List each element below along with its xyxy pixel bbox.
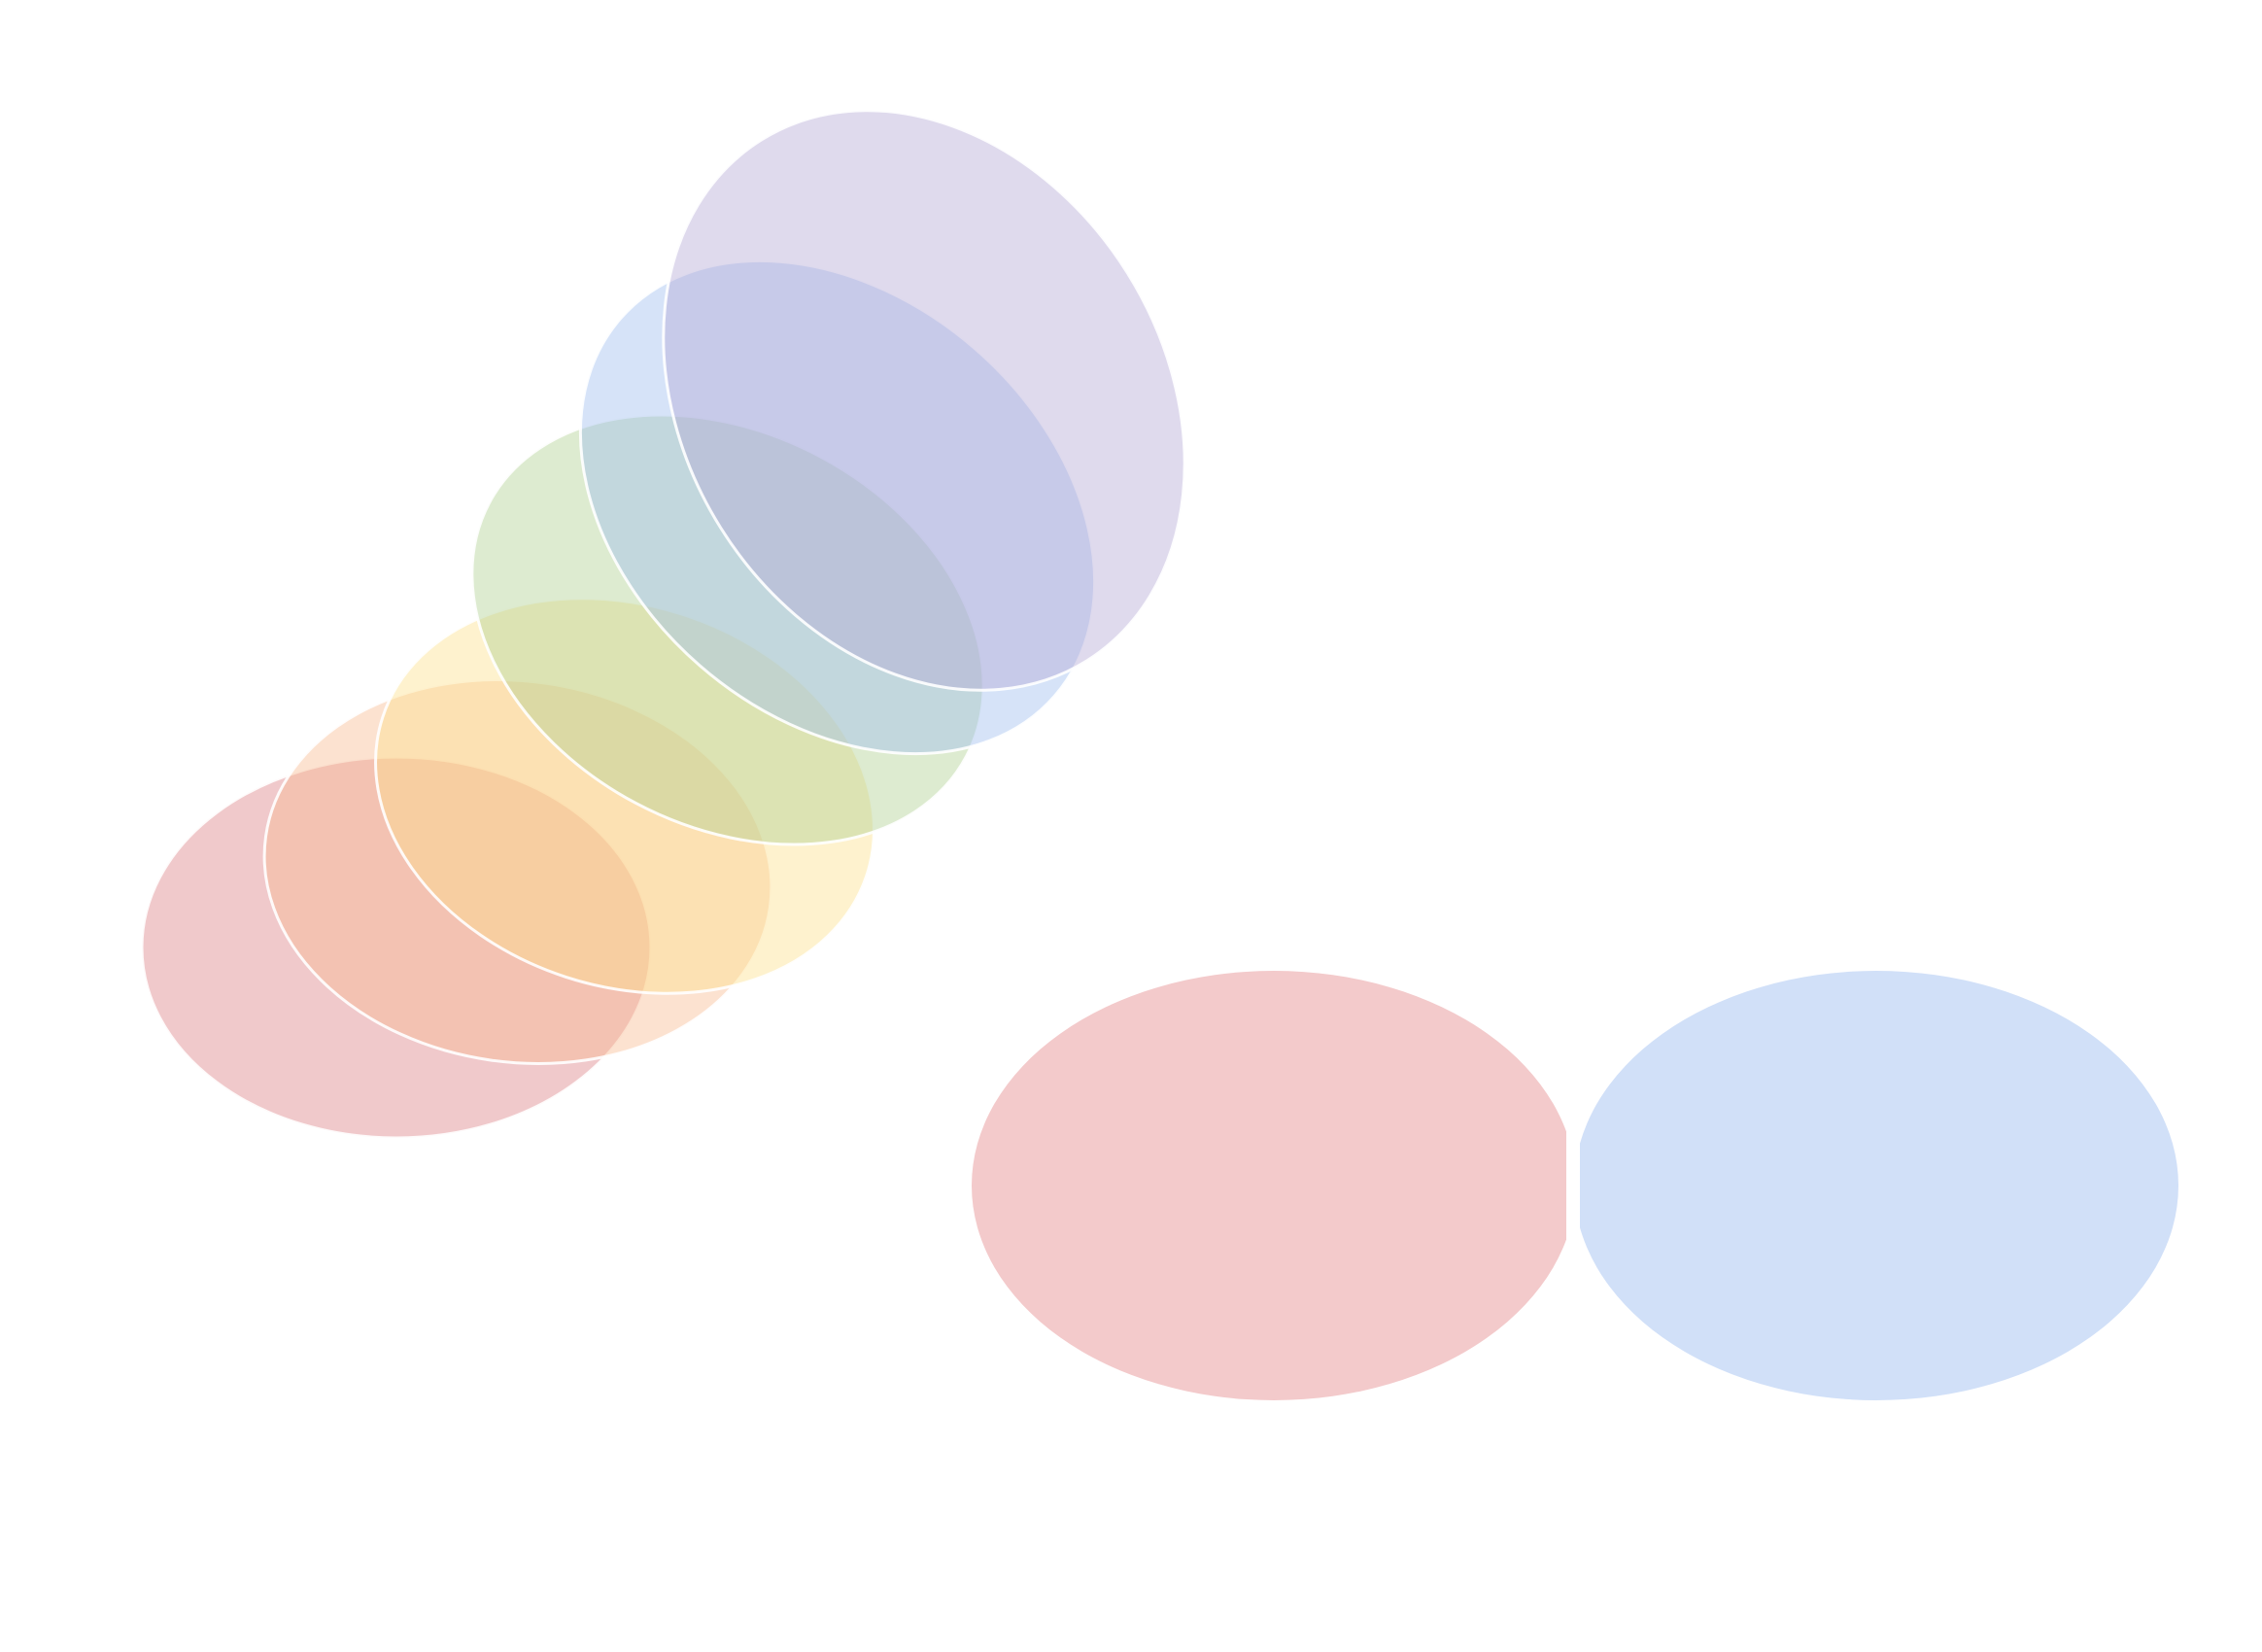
- green-ellipse: [470, 413, 985, 846]
- orange-ellipse: [262, 678, 773, 1065]
- pair-right-ellipse: [1580, 971, 2178, 1400]
- stacked-ellipse-group: [140, 109, 1186, 1140]
- purple-ellipse: [662, 109, 1186, 692]
- ellipse-pair-group: [972, 971, 2178, 1400]
- blue-ellipse: [578, 258, 1097, 756]
- pair-left-ellipse: [972, 971, 1566, 1400]
- red-ellipse: [140, 755, 653, 1140]
